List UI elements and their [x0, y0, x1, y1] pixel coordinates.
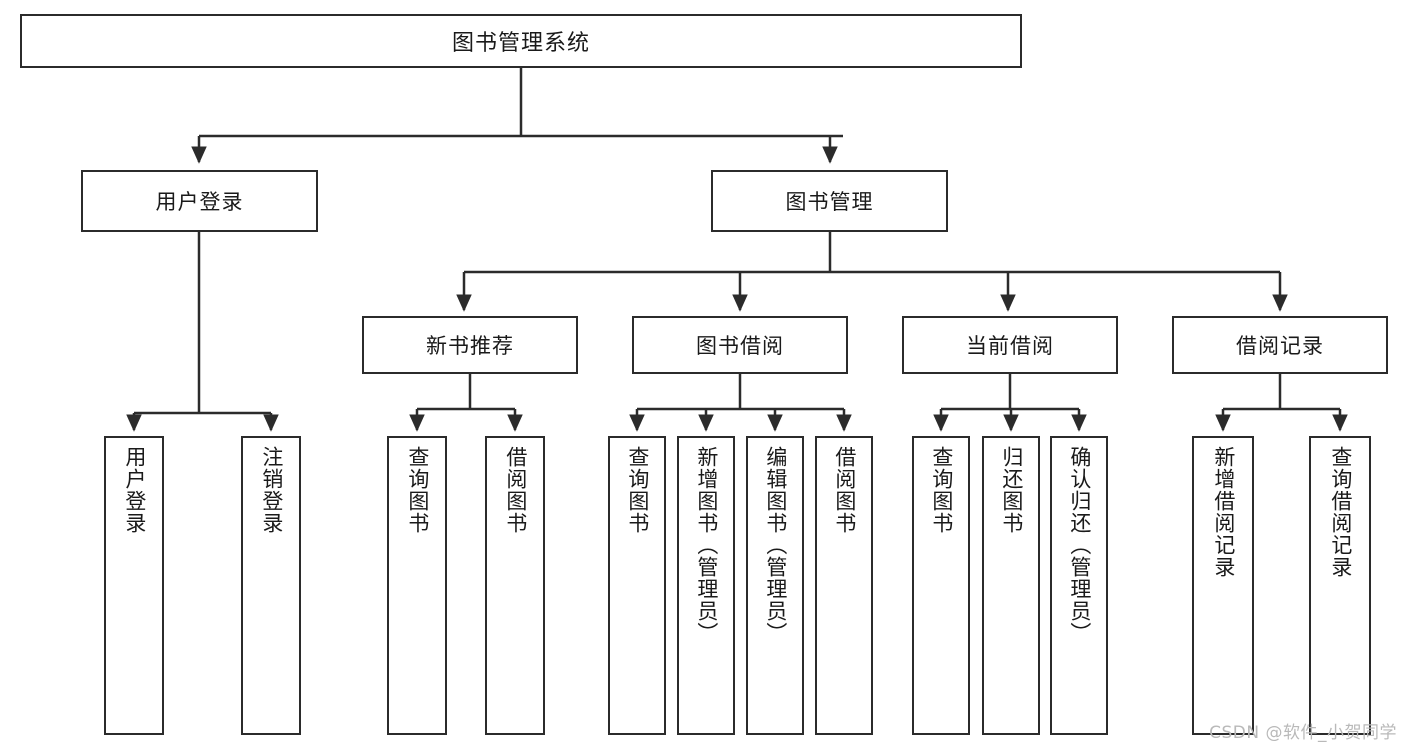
node-label: 查询图书 [929, 446, 954, 534]
leaf-node[interactable]: 借阅图书 [815, 436, 873, 735]
node-label: 查询图书 [405, 446, 430, 534]
leaf-node[interactable]: 查询借阅记录 [1309, 436, 1371, 735]
node-new-book-recommend[interactable]: 新书推荐 [362, 316, 578, 374]
node-label: 当前借阅 [966, 334, 1054, 358]
node-current-borrow[interactable]: 当前借阅 [902, 316, 1118, 374]
node-label: 注销登录 [259, 446, 284, 534]
node-label: 编辑图书（管理员） [763, 446, 788, 644]
node-label: 用户登录 [122, 446, 147, 534]
leaf-node[interactable]: 查询图书 [387, 436, 447, 735]
node-label: 查询借阅记录 [1328, 446, 1353, 578]
leaf-node[interactable]: 用户登录 [104, 436, 164, 735]
leaf-node[interactable]: 新增借阅记录 [1192, 436, 1254, 735]
node-label: 新增借阅记录 [1211, 446, 1236, 578]
node-root[interactable]: 图书管理系统 [20, 14, 1022, 68]
leaf-node[interactable]: 查询图书 [912, 436, 970, 735]
node-label: 新书推荐 [426, 334, 514, 358]
node-label: 借阅记录 [1236, 334, 1324, 358]
node-label: 归还图书 [999, 446, 1024, 534]
leaf-node[interactable]: 确认归还（管理员） [1050, 436, 1108, 735]
leaf-node[interactable]: 归还图书 [982, 436, 1040, 735]
node-label: 用户登录 [155, 190, 244, 214]
node-label: 借阅图书 [503, 446, 528, 534]
node-label: 确认归还（管理员） [1067, 446, 1092, 644]
node-label: 图书借阅 [696, 334, 784, 358]
leaf-node[interactable]: 查询图书 [608, 436, 666, 735]
leaf-node[interactable]: 借阅图书 [485, 436, 545, 735]
node-label: 新增图书（管理员） [694, 446, 719, 644]
node-book-borrow[interactable]: 图书借阅 [632, 316, 848, 374]
node-borrow-record[interactable]: 借阅记录 [1172, 316, 1388, 374]
leaf-node[interactable]: 注销登录 [241, 436, 301, 735]
leaf-node[interactable]: 新增图书（管理员） [677, 436, 735, 735]
node-user-login[interactable]: 用户登录 [81, 170, 318, 232]
node-book-management[interactable]: 图书管理 [711, 170, 948, 232]
leaf-node[interactable]: 编辑图书（管理员） [746, 436, 804, 735]
watermark: CSDN @软件_小贺同学 [1209, 723, 1397, 743]
node-label: 图书管理 [785, 190, 874, 214]
node-label: 查询图书 [625, 446, 650, 534]
node-label: 图书管理系统 [451, 31, 590, 56]
node-label: 借阅图书 [832, 446, 857, 534]
